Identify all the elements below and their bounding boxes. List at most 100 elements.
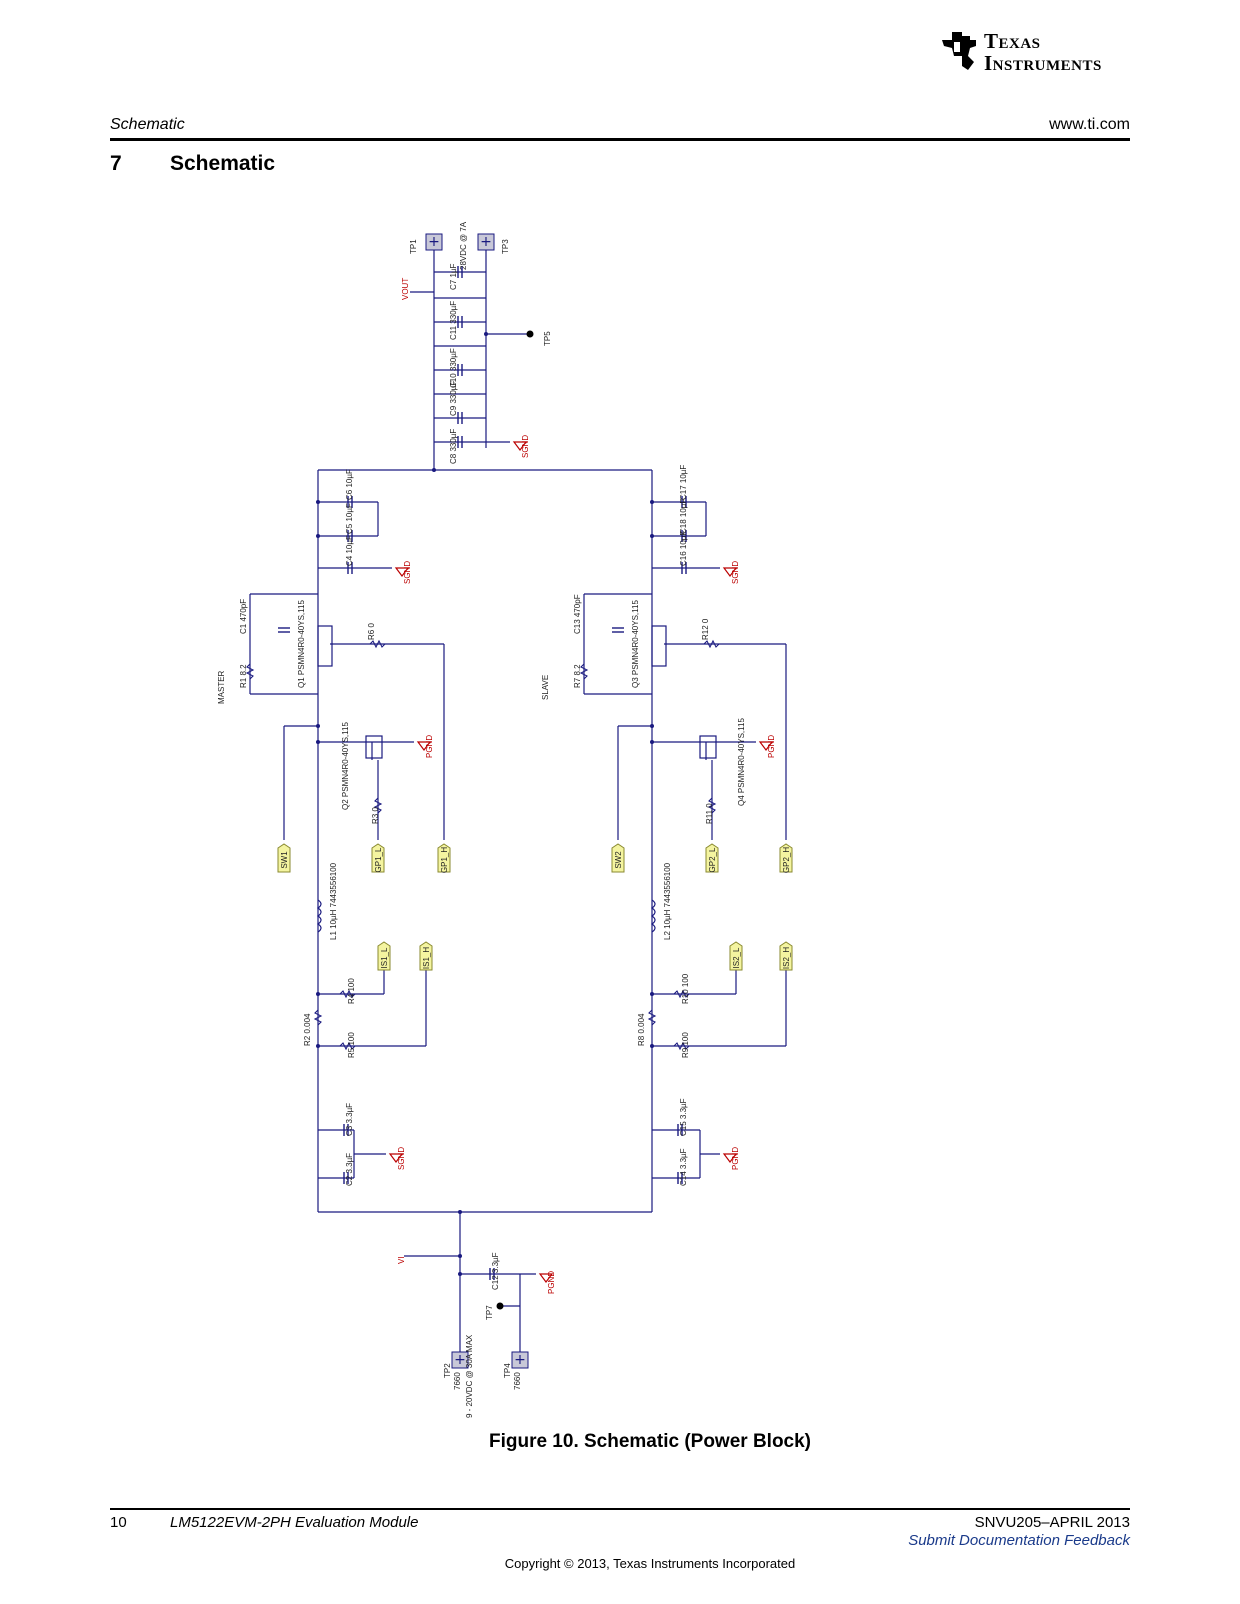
label-q4: Q4 PSMN4R0-40YS,115: [737, 718, 746, 806]
resistors: [245, 639, 720, 1051]
flag-gp1-h: GP1_H: [437, 843, 451, 873]
label-r2: R2 0.004: [303, 1013, 312, 1046]
flag-is1-l: IS1_L: [377, 941, 391, 971]
label-c15: C15 3.3µF: [679, 1098, 688, 1136]
power-block-schematic: + + + + SW1 GP1_L GP1_H SW: [217, 221, 793, 1418]
label-master: MASTER: [217, 670, 226, 704]
svg-text:GP1_H: GP1_H: [440, 847, 449, 873]
label-tp2: TP2: [443, 1363, 452, 1378]
ti-wordmark: Texas Instruments: [984, 30, 1102, 74]
footer-doc-title: LM5122EVM-2PH Evaluation Module: [170, 1514, 419, 1531]
header-rule: [110, 138, 1130, 141]
label-r10: R10 100: [681, 973, 690, 1004]
footer-page-number: 10: [110, 1514, 127, 1531]
label-tp5: TP5: [543, 331, 552, 346]
label-l2: L2 10µH 7443556100: [663, 862, 672, 940]
svg-text:IS2_H: IS2_H: [782, 947, 791, 969]
svg-text:GP1_L: GP1_L: [374, 847, 383, 872]
brand-line-1: Texas: [984, 29, 1041, 53]
flag-gp2-h: GP2_H: [779, 843, 793, 873]
label-c10: C10 330µF: [449, 348, 458, 388]
label-r6: R6 0: [367, 623, 376, 640]
wires: [249, 248, 787, 1358]
label-r9: R9 100: [681, 1032, 690, 1058]
label-r3: R3 0: [371, 807, 380, 824]
label-r11: R11 0: [705, 803, 714, 824]
label-pgnd-in: PGND: [547, 1271, 556, 1294]
feedback-link[interactable]: Submit Documentation Feedback: [908, 1532, 1130, 1549]
label-tp3: TP3: [501, 239, 510, 254]
label-c17: C17 10µF: [679, 465, 688, 500]
svg-text:+: +: [514, 1352, 526, 1368]
label-tp4: TP4: [503, 1363, 512, 1378]
footer-rule: [110, 1508, 1130, 1510]
label-tp4-part: 7660: [513, 1372, 522, 1390]
label-r12: R12 0: [701, 618, 710, 640]
label-r8: R8 0.004: [637, 1013, 646, 1046]
flag-gp1-l: GP1_L: [371, 843, 385, 873]
svg-text:GP2_H: GP2_H: [782, 847, 791, 873]
label-c5: C5 10µF: [345, 503, 354, 534]
label-sgnd-top: SGND: [521, 435, 530, 458]
label-pgnd-master: PGND: [425, 735, 434, 758]
label-sgnd-master: SGND: [403, 561, 412, 584]
label-q3: Q3 PSMN4R0-40YS,115: [631, 600, 640, 688]
label-c16: C16 10µF: [679, 531, 688, 566]
label-pgnd-in-slave: PGND: [731, 1147, 740, 1170]
header-section-name: Schematic: [110, 116, 185, 133]
svg-text:SW1: SW1: [280, 851, 289, 869]
mosfets: [317, 625, 717, 759]
flag-sw1: SW1: [277, 843, 291, 873]
label-vin-rating: 9 - 20VDC @ 30A MAX: [465, 1334, 474, 1418]
label-pgnd-slave: PGND: [767, 735, 776, 758]
section-number: 7: [110, 152, 122, 175]
flag-is2-h: IS2_H: [779, 941, 793, 971]
label-q2: Q2 PSMN4R0-40YS,115: [341, 722, 350, 810]
svg-text:IS1_L: IS1_L: [380, 947, 389, 968]
label-slave: SLAVE: [541, 675, 550, 700]
label-vout: VOUT: [401, 278, 410, 300]
label-c12: C12 3.3µF: [491, 1252, 500, 1290]
label-c11: C11 330µF: [449, 301, 458, 340]
component-labels: TP1 28VDC @ 7A TP3 VOUT C7 1µF C11 330µF…: [217, 221, 776, 1418]
label-c14: C14 3.3µF: [679, 1148, 688, 1186]
label-tp2-part: 7660: [453, 1372, 462, 1390]
label-tp1: TP1: [409, 239, 418, 254]
label-sgnd-in-master: SGND: [397, 1147, 406, 1170]
label-l1: L1 10µH 7443556100: [329, 862, 338, 940]
label-vout-rating: 28VDC @ 7A: [459, 221, 468, 270]
label-c4: C4 10µF: [345, 535, 354, 566]
label-sgnd-slave: SGND: [731, 561, 740, 584]
footer-copyright: Copyright © 2013, Texas Instruments Inco…: [504, 1556, 796, 1571]
label-c1: C1 470pF: [239, 599, 248, 634]
label-c2: C2 3.3µF: [345, 1153, 354, 1186]
header-url[interactable]: www.ti.com: [1049, 116, 1130, 133]
ti-logo: [942, 32, 976, 70]
label-vin: VI: [397, 1256, 406, 1264]
svg-text:+: +: [480, 234, 492, 250]
flag-sw2: SW2: [611, 843, 625, 873]
label-c3: C3 3.3µF: [345, 1103, 354, 1136]
brand-line-2: Instruments: [984, 51, 1102, 75]
label-q1: Q1 PSMN4R0-40YS,115: [297, 600, 306, 688]
label-r1: R1 8.2: [239, 664, 248, 688]
footer-doc-id: SNVU205–APRIL 2013: [974, 1514, 1130, 1531]
label-c7: C7 1µF: [449, 263, 458, 290]
flag-is2-l: IS2_L: [729, 941, 743, 971]
svg-text:+: +: [428, 234, 440, 250]
label-c6: C6 10µF: [345, 469, 354, 500]
svg-text:SW2: SW2: [614, 851, 623, 869]
inductors: [316, 899, 656, 933]
section-title: Schematic: [170, 152, 276, 175]
net-flags: SW1 GP1_L GP1_H SW2 GP2_L GP2_H IS1_L I: [277, 843, 793, 971]
label-c13: C13 470pF: [573, 594, 582, 634]
label-r5: R5 100: [347, 1032, 356, 1058]
label-c18: C18 10µF: [679, 499, 688, 534]
label-tp7: TP7: [485, 1305, 494, 1320]
svg-text:IS2_L: IS2_L: [732, 947, 741, 968]
label-c8: C8 330µF: [449, 429, 458, 464]
label-r7: R7 8.2: [573, 664, 582, 688]
svg-text:IS1_H: IS1_H: [422, 947, 431, 969]
test-point-connectors: + + + +: [425, 233, 534, 1369]
flag-gp2-l: GP2_L: [705, 843, 719, 873]
